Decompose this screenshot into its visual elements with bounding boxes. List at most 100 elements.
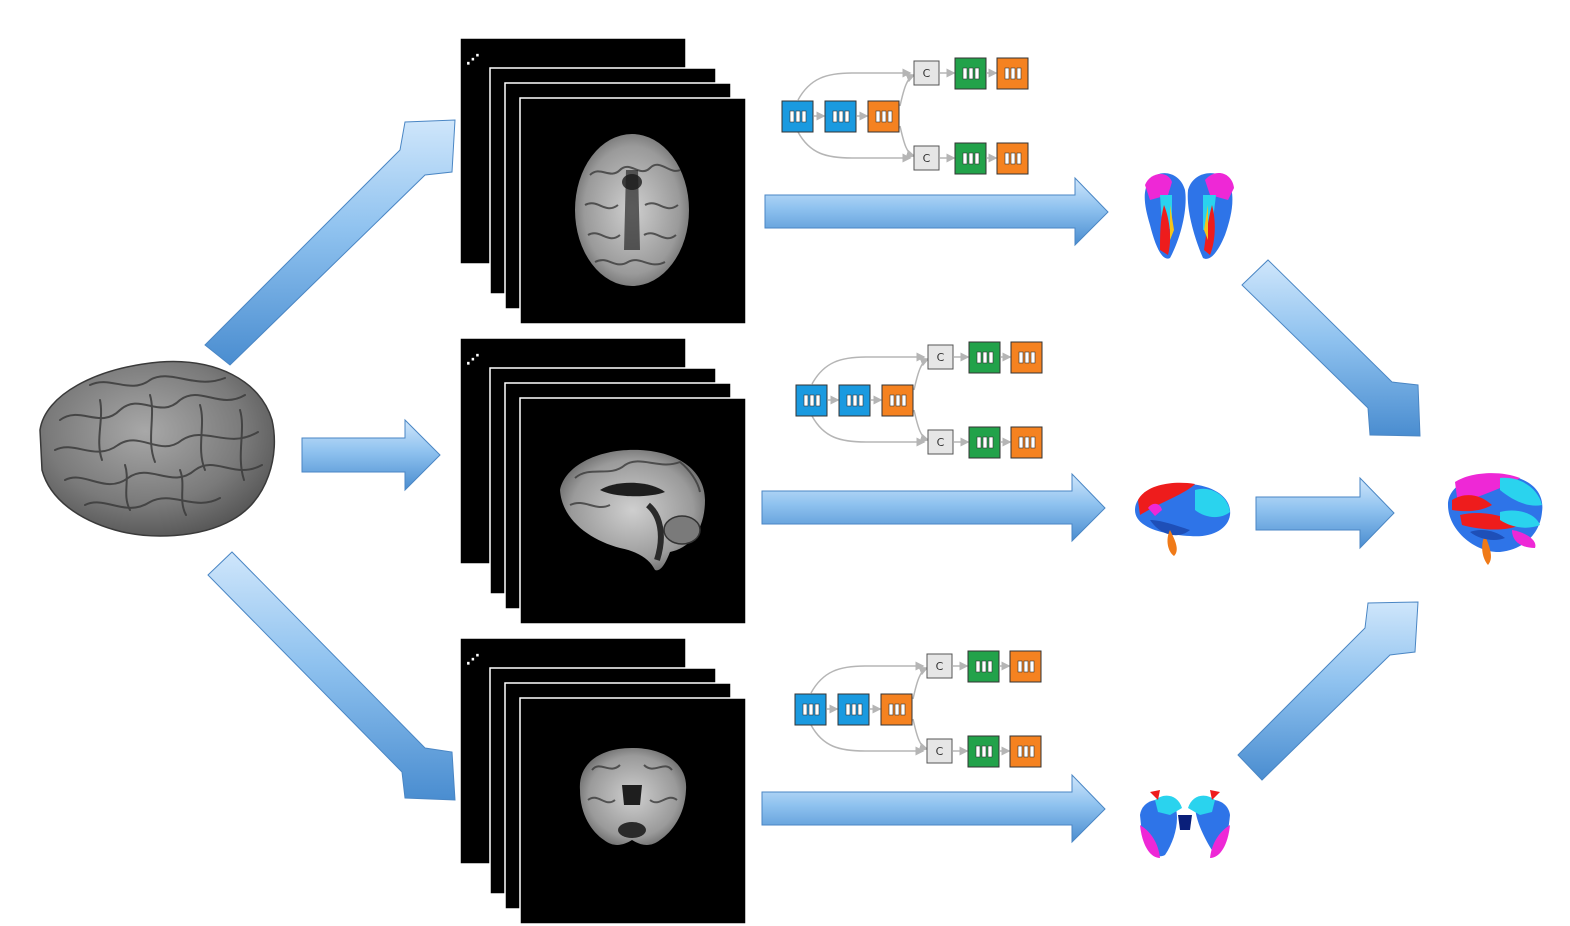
block-bar (1017, 745, 1023, 758)
block-bar (858, 394, 864, 407)
stack-dots: ⋰ (466, 652, 480, 668)
block-bar (975, 745, 981, 758)
flow-arrow-icon (204, 119, 456, 366)
cnn-sagittal: CC (795, 341, 1043, 459)
block-bar (1024, 436, 1030, 449)
block-bar (889, 394, 895, 407)
block-bar (968, 67, 974, 80)
block-bar (1023, 745, 1029, 758)
concat-node (926, 738, 953, 764)
connector-line (912, 666, 929, 700)
block-bar (988, 436, 994, 449)
connector-line (913, 357, 930, 391)
block-bar (894, 703, 900, 716)
block-bar (1010, 152, 1016, 165)
concat-label: C (923, 152, 931, 165)
dense-block (968, 426, 1001, 459)
block-bar (1018, 351, 1024, 364)
flow-arrow-icon (1237, 601, 1419, 781)
block-bar (1029, 660, 1035, 673)
connector-line (810, 724, 925, 756)
sagittal-slice-stack: ⋰ (459, 337, 747, 625)
block-bar (846, 394, 852, 407)
block-bar (881, 110, 887, 123)
block-bar (962, 152, 968, 165)
block-bar (962, 67, 968, 80)
block-bar (1030, 436, 1036, 449)
block-bar (974, 67, 980, 80)
connector-line (797, 68, 912, 101)
block-bar (808, 703, 814, 716)
block-bar (802, 703, 808, 716)
block-bar (1016, 152, 1022, 165)
flow-arrow-icon (1255, 476, 1395, 550)
concat-label: C (937, 436, 945, 449)
block-bar (1029, 745, 1035, 758)
concat-label: C (936, 745, 944, 758)
block-bar (888, 703, 894, 716)
connector-line (899, 125, 916, 159)
block-bar (901, 394, 907, 407)
block-bar (982, 436, 988, 449)
connector-line (811, 352, 926, 385)
axial-brain-slice (575, 134, 689, 286)
block-bar (975, 660, 981, 673)
connector-line (899, 73, 916, 107)
fused-segmentation-icon (1448, 473, 1543, 565)
connector-line (811, 415, 926, 447)
flow-arrow-icon (764, 176, 1109, 247)
block-bar (852, 394, 858, 407)
stack-dots: ⋰ (466, 352, 480, 368)
flow-arrow-icon (207, 551, 456, 801)
stack-dots: ⋰ (466, 52, 480, 68)
flow-arrow-icon (761, 472, 1106, 543)
block-bar (1018, 436, 1024, 449)
connector-line (912, 718, 929, 752)
block-bar (1030, 351, 1036, 364)
sagittal-segmentation (1135, 482, 1231, 556)
block-bar (1023, 660, 1029, 673)
block-bar (895, 394, 901, 407)
block-bar (987, 745, 993, 758)
coronal-segmentation (1140, 790, 1230, 858)
block-bar (1010, 67, 1016, 80)
block-bar (815, 394, 821, 407)
block-bar (795, 110, 801, 123)
flow-arrow-icon (301, 418, 441, 492)
block-bar (981, 745, 987, 758)
block-bar (851, 703, 857, 716)
block-bar (968, 152, 974, 165)
block-bar (875, 110, 881, 123)
block-bar (1017, 660, 1023, 673)
block-bar (900, 703, 906, 716)
block-bar (982, 351, 988, 364)
block-bar (1024, 351, 1030, 364)
block-bar (981, 660, 987, 673)
sagittal-brain-slice (560, 449, 705, 571)
block-bar (988, 351, 994, 364)
connector-line (797, 131, 912, 163)
cnn-coronal: CC (794, 650, 1042, 768)
block-bar (857, 703, 863, 716)
block-bar (1016, 67, 1022, 80)
coronal-slice-stack: ⋰ (459, 637, 747, 925)
block-bar (887, 110, 893, 123)
block-bar (838, 110, 844, 123)
block-bar (832, 110, 838, 123)
concat-label: C (936, 660, 944, 673)
connector-line (913, 409, 930, 443)
axial-slice-stack: ⋰ (459, 37, 747, 325)
brain-3d-icon (39, 360, 276, 537)
flow-arrow-icon (1241, 259, 1421, 437)
concat-node (913, 145, 940, 171)
concat-node (927, 344, 954, 370)
block-bar (803, 394, 809, 407)
block-bar (801, 110, 807, 123)
block-bar (974, 152, 980, 165)
block-bar (976, 436, 982, 449)
concat-node (913, 60, 940, 86)
block-bar (845, 703, 851, 716)
block-bar (844, 110, 850, 123)
block-bar (1004, 152, 1010, 165)
